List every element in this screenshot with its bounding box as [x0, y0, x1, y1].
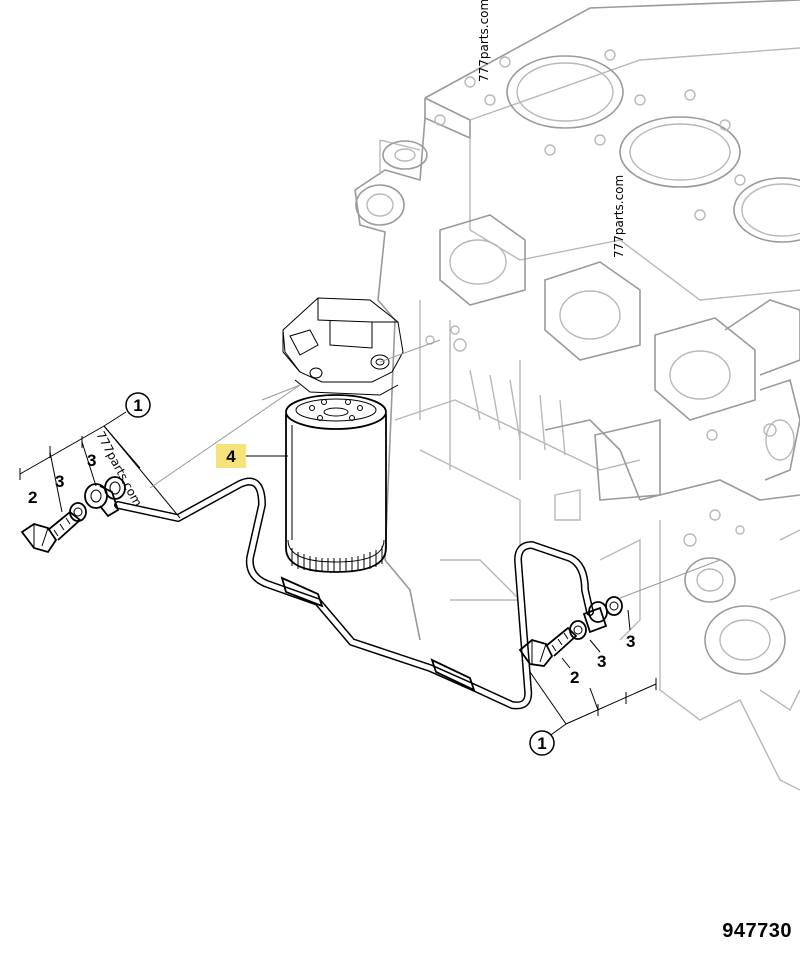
watermark-mid: 777parts.com: [612, 175, 626, 258]
watermark-top: 777parts.com: [477, 0, 491, 82]
callout-washer-right-b: 3: [626, 632, 635, 651]
callout-washer-right-a: 3: [597, 652, 606, 671]
svg-text:4: 4: [226, 447, 236, 466]
engine-block: [354, 0, 800, 791]
callout-pipe-bottom: 1: [529, 730, 555, 756]
callout-pipe-top: 1: [125, 392, 151, 418]
callout-bolt-right: 2: [570, 668, 579, 687]
filter-canister: [285, 394, 387, 573]
callout-washer-left-b: 3: [87, 451, 96, 470]
callout-bolt-left: 2: [28, 488, 37, 507]
svg-text:1: 1: [133, 396, 142, 415]
svg-text:1: 1: [537, 734, 546, 753]
figure-number: 947730: [722, 920, 792, 942]
right-banjo-assembly: [518, 596, 623, 667]
callout-filter: 4: [216, 444, 246, 468]
filter-head: [282, 297, 404, 396]
callout-washer-left-a: 3: [55, 472, 64, 491]
left-banjo-assembly: [20, 476, 126, 554]
feed-pipe: [114, 477, 594, 710]
leader-lines: [19, 339, 721, 738]
